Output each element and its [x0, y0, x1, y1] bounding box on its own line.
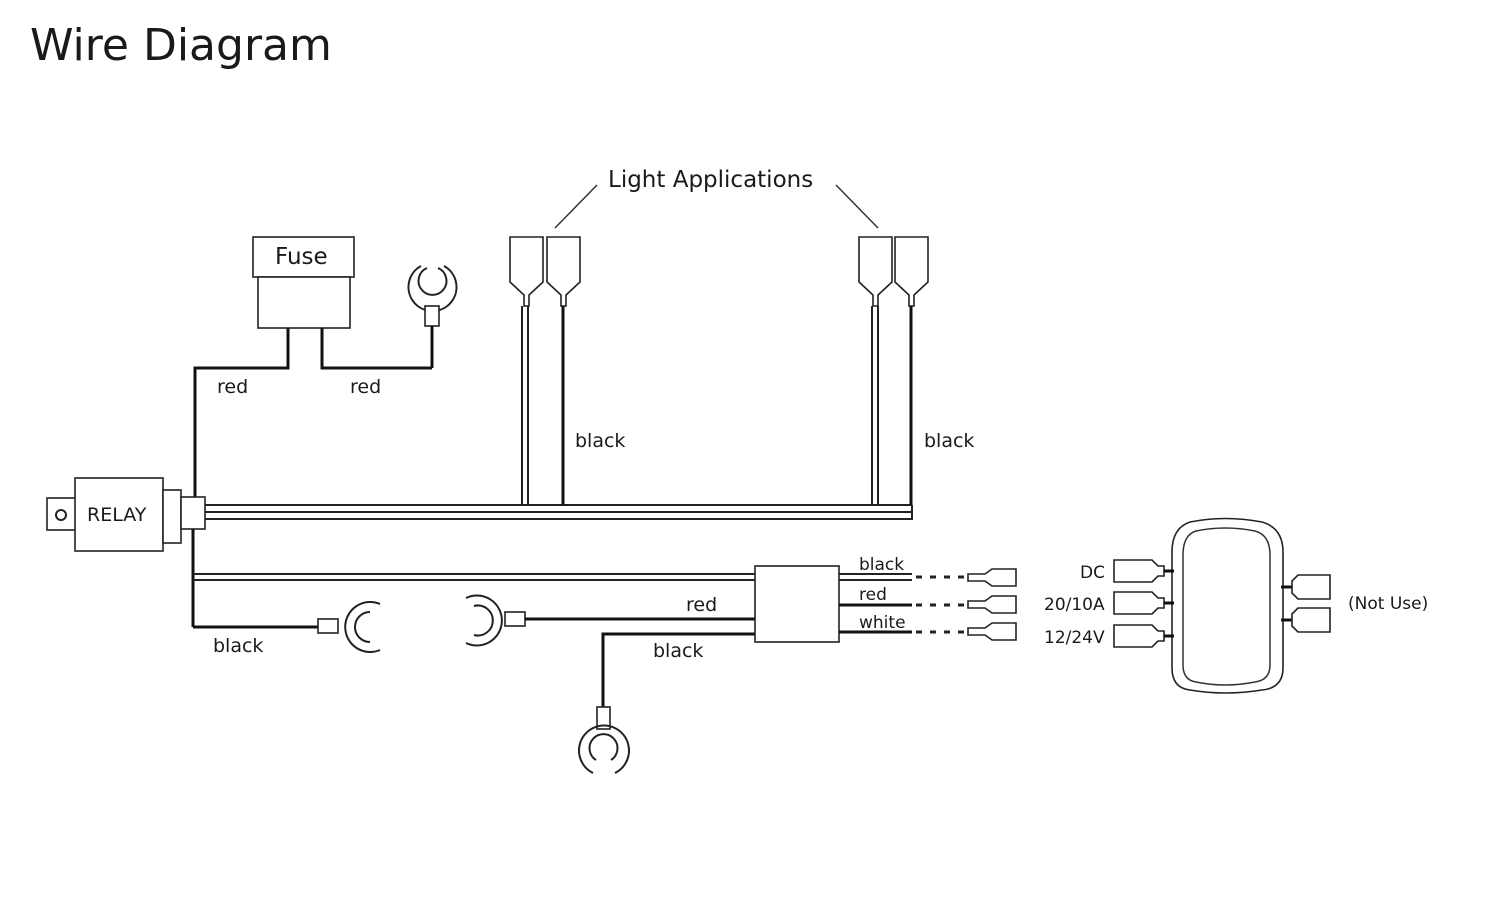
black-harness-wire — [601, 632, 755, 707]
red-wire-fuse-ring — [320, 328, 432, 370]
switch-red-label: red — [859, 585, 887, 605]
switch-terminals-right — [1281, 574, 1331, 633]
light-applications-label: Light Applications — [608, 167, 813, 193]
ring-terminal-red — [465, 594, 526, 647]
page-title: Wire Diagram — [30, 20, 332, 71]
ring-terminal-ground-left — [317, 601, 381, 653]
leader-line-right — [835, 184, 879, 229]
red-wire-fuse-relay — [193, 328, 290, 498]
black-label-harness: black — [653, 640, 703, 662]
fuse-block: Fuse — [252, 236, 355, 329]
main-harness — [205, 504, 913, 520]
black-label-light-right: black — [924, 430, 974, 452]
fuse-label: Fuse — [275, 244, 328, 270]
light-connector-right-pair — [858, 236, 929, 505]
black-label-light-left: black — [575, 430, 625, 452]
switch-terminals-left — [1113, 559, 1174, 648]
ring-terminal-fuse — [407, 265, 458, 368]
switch-white-label: white — [859, 613, 906, 633]
black-label-ground-left: black — [213, 635, 263, 657]
volt-label: 12/24V — [1044, 628, 1105, 648]
red-label-fuse-right: red — [350, 376, 381, 398]
harness-junction-box — [754, 565, 840, 643]
rocker-switch — [1171, 517, 1284, 694]
switch-wires — [839, 573, 968, 634]
switch-black-label: black — [859, 555, 904, 575]
dc-label: DC — [1080, 563, 1105, 583]
relay: RELAY — [46, 477, 206, 552]
red-label-harness: red — [686, 594, 717, 616]
ring-terminal-ground-bottom — [578, 706, 630, 774]
amp-label: 20/10A — [1044, 595, 1105, 615]
relay-mount-icon — [55, 509, 67, 521]
not-use-label: (Not Use) — [1348, 594, 1428, 614]
light-connector-left-pair — [509, 236, 581, 505]
leader-line-left — [554, 184, 598, 229]
relay-label: RELAY — [87, 504, 147, 526]
red-label-fuse-left: red — [217, 376, 248, 398]
spade-connectors — [967, 568, 1017, 641]
